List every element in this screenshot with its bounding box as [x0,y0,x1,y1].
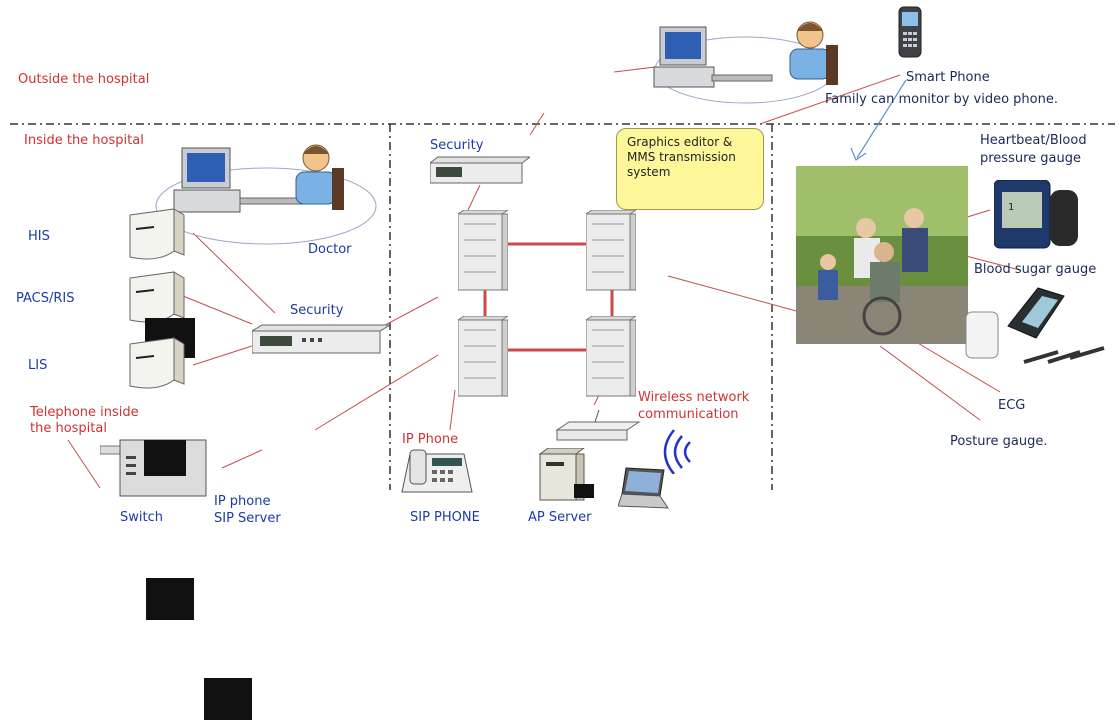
sip-phone-label: SIP PHONE [410,510,480,525]
telephone-inside-label-line1: Telephone inside [30,405,139,420]
graphics-editor-mms-box: Graphics editor & MMS transmission syste… [616,128,764,210]
telephone-inside-label-line2: the hospital [30,421,107,436]
blood-pressure-gauge-icon: 1 [993,179,1080,250]
svg-text:1: 1 [1008,202,1014,213]
family-monitor-label: Family can monitor by video phone. [825,92,1058,107]
black-artifact-block [146,578,194,620]
connectors [67,66,1021,489]
server-label-his: HIS [28,229,50,244]
core-switch-bottom-right [584,315,638,398]
doctor-workstation-ellipse [155,167,377,245]
core-network-links [483,242,614,352]
wireless-network-label-line2: communication [638,407,739,422]
center-security-label: Security [430,138,484,153]
core-switch-bottom-left [456,315,510,398]
outside-hospital-label: Outside the hospital [18,72,150,87]
smartphone-arrow [850,79,907,161]
left-security-label: Security [290,303,344,318]
switch-label: Switch [120,510,163,525]
heartbeat-gauge-label-line1: Heartbeat/Blood [980,133,1087,148]
doctor-label: Doctor [308,242,352,257]
sip-server-label-line1: IP phone [214,494,271,509]
ap-server-icon [538,447,600,502]
wireless-signal-icon [660,428,700,475]
core-switch-top-left [456,209,510,292]
posture-gauge-label: Posture gauge. [950,434,1048,449]
smart-phone-label: Smart Phone [906,70,990,85]
ecg-label: ECG [998,398,1026,413]
his-server-icon [128,207,188,265]
left-security-appliance-icon [250,323,392,355]
ip-phone-label: IP Phone [402,432,459,447]
remote-workstation-icon [650,15,850,105]
center-security-appliance-icon [428,155,532,185]
black-artifact-block [204,678,252,720]
switch-device-icon [99,436,208,498]
wireless-network-label-line1: Wireless network [638,390,750,405]
pacs-ris-server-icon [128,270,188,328]
server-label-lis: LIS [28,358,48,373]
laptop-icon [617,466,670,512]
server-label-pacs-ris: PACS/RIS [16,291,75,306]
blood-sugar-gauge-label: Blood sugar gauge [974,262,1097,277]
inside-hospital-label: Inside the hospital [24,133,144,148]
core-switch-top-right [584,209,638,292]
blood-sugar-gauge-icon [964,282,1118,368]
doctor-workstation-icon [170,140,370,230]
heartbeat-gauge-label-line2: pressure gauge [980,151,1081,166]
lis-server-icon [128,336,188,394]
sip-phone-icon [400,448,474,494]
wireless-router-icon [555,408,641,442]
ap-server-label: AP Server [528,510,592,525]
smart-phone-icon [898,6,922,58]
family-photo [796,166,968,344]
sip-server-label-line2: SIP Server [214,511,281,526]
